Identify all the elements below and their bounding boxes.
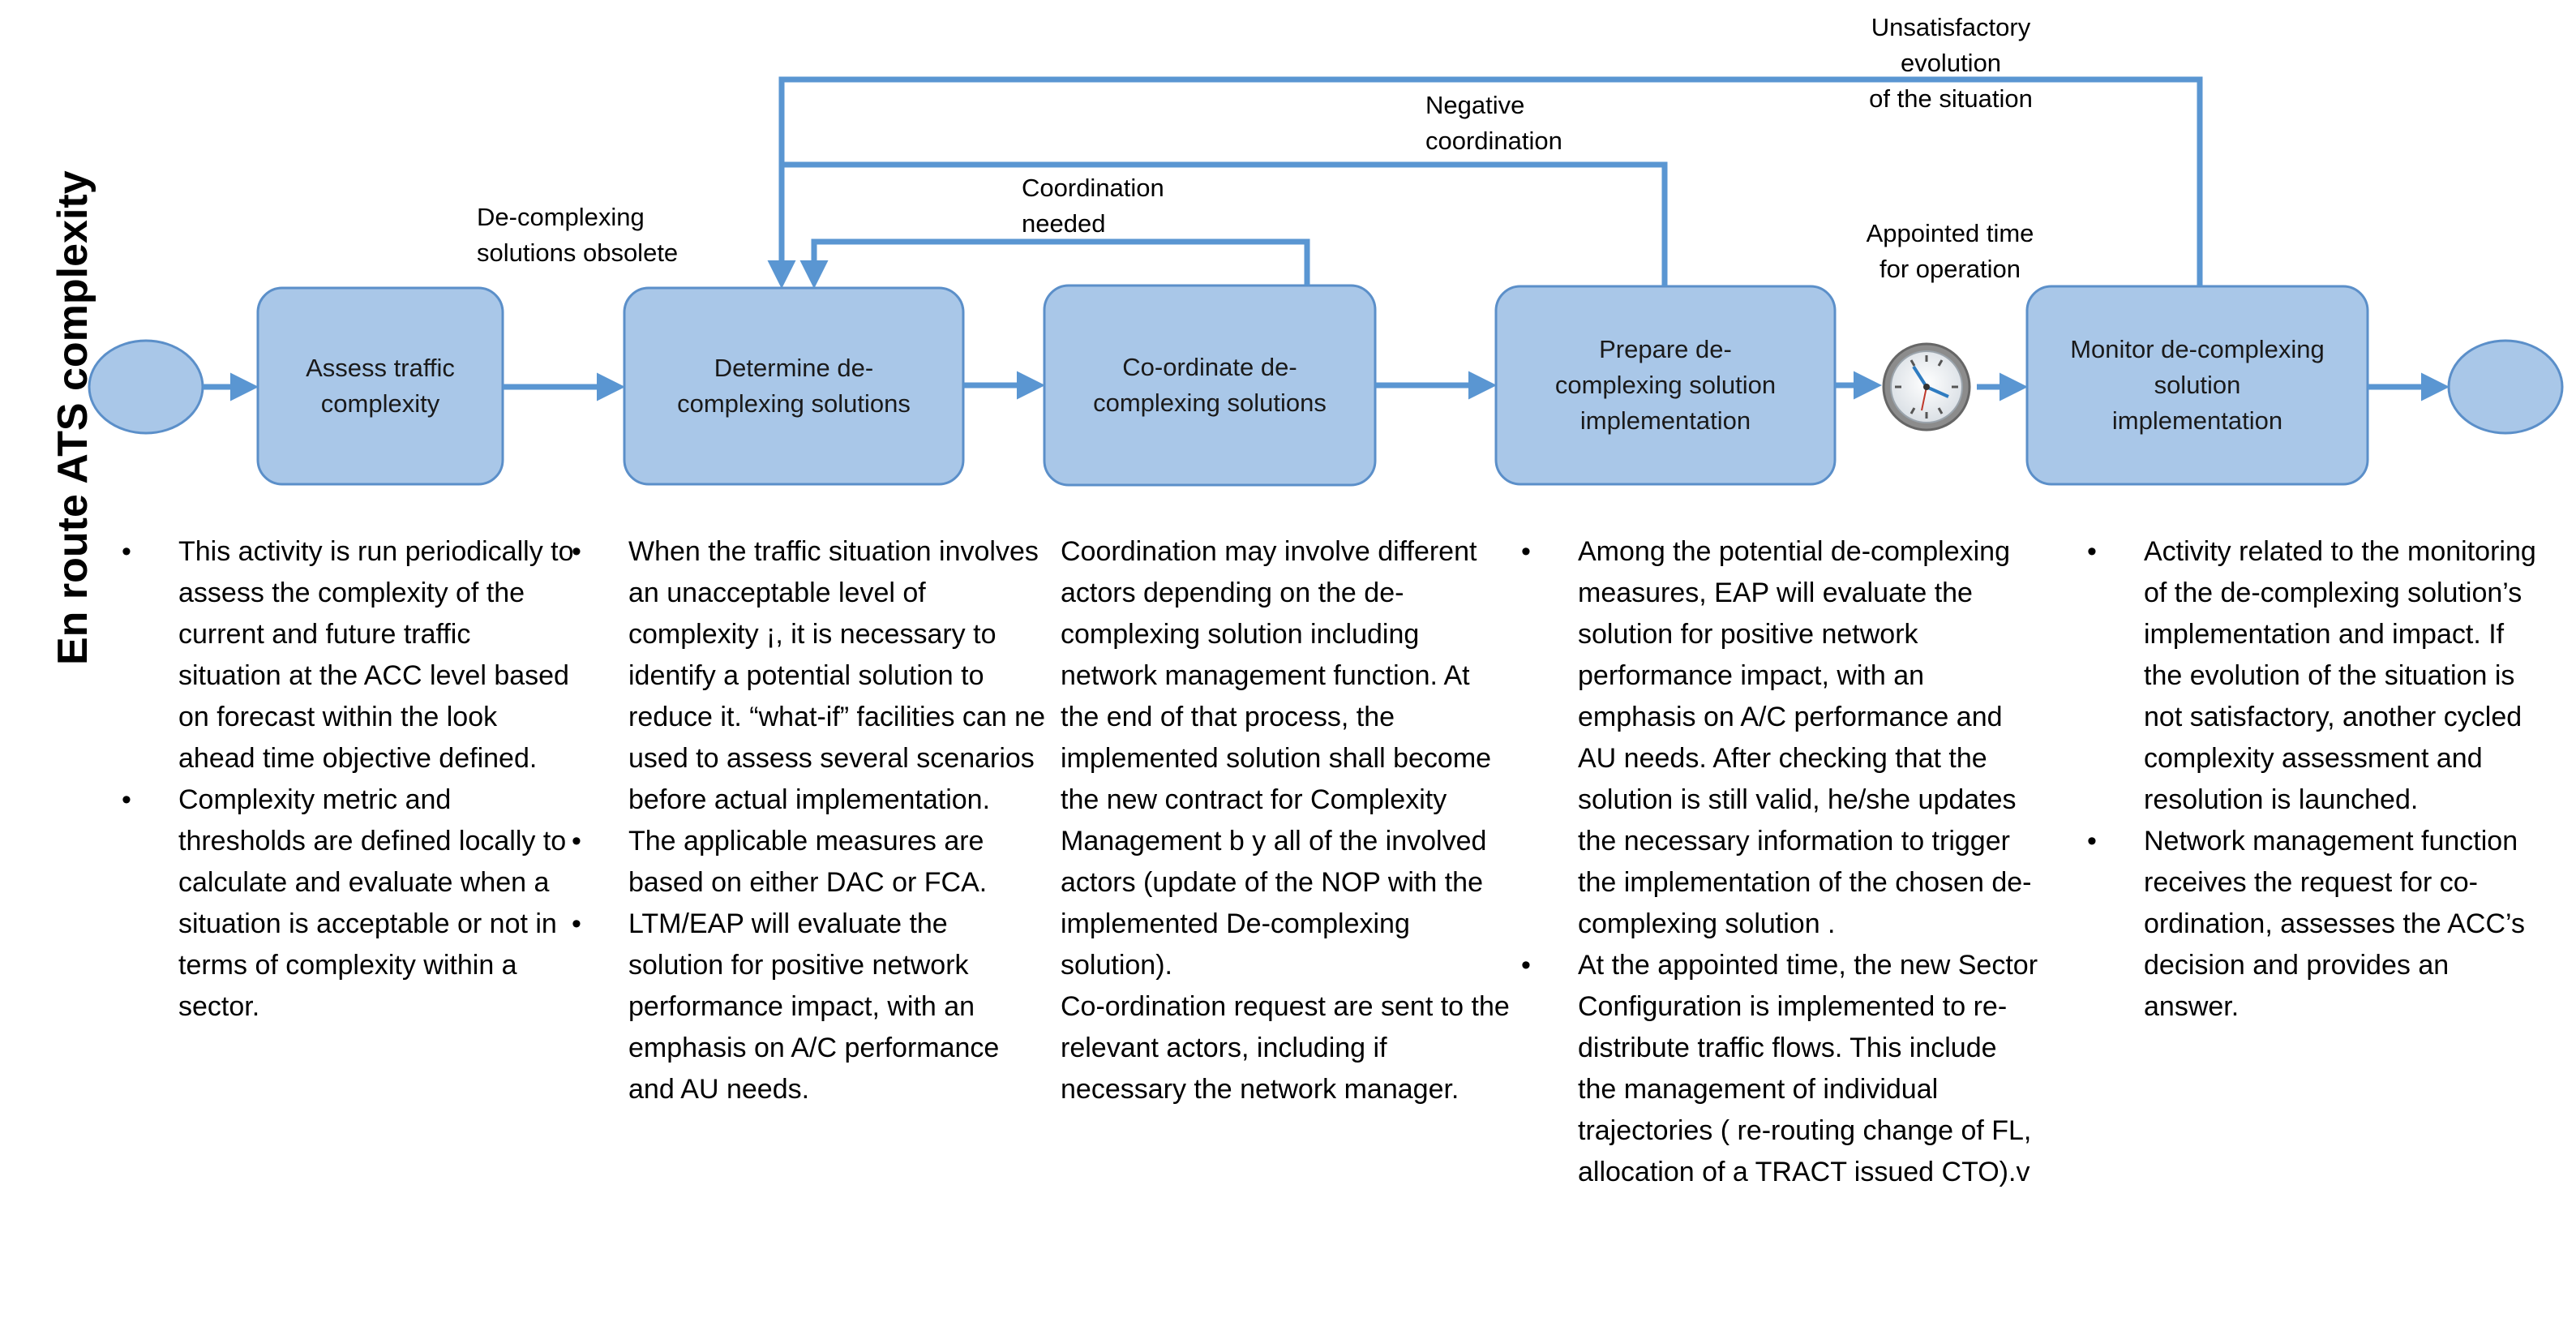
clock-icon (1882, 342, 1971, 432)
swimlane-title: En route ATS complexity (49, 170, 96, 665)
determine-notes: When the traffic situation involves an u… (572, 531, 1046, 1110)
start-event[interactable] (88, 339, 204, 435)
determine-note-3: LTM/EAP will evaluate the solution for p… (572, 904, 1046, 1110)
coordinate-note-1: Coordination may involve different actor… (1061, 536, 1492, 981)
coordinate-note-2: Co-ordination request are sent to the re… (1061, 991, 1510, 1105)
determine-box-label: Determine de- complexing solutions (677, 354, 911, 418)
assess-notes: This activity is run periodically to ass… (122, 531, 576, 1028)
monitor-box-label: Monitor de-complexing solution implement… (2070, 335, 2325, 435)
flow-coordination-needed-loop (799, 238, 1310, 289)
assess-box-label: Assess traffic complexity (306, 354, 455, 418)
monitor-note-1: Activity related to the monitoring of th… (2087, 531, 2549, 821)
obsolete-flow-label: De-complexing solutions obsolete (477, 203, 679, 267)
prepare-note-2: At the appointed time, the new Sector Co… (1521, 945, 2040, 1193)
flow-unsatisfactory-loop (767, 76, 2203, 289)
unsatisfactory-label: Unsatisfactory evolution of the situatio… (1869, 13, 2033, 113)
coordinate-notes: Coordination may involve different actor… (1061, 531, 1515, 1110)
prepare-note-1: Among the potential de-complexing measur… (1521, 531, 2040, 945)
monitor-note-2: Network management function receives the… (2087, 821, 2549, 1028)
flow-negative-coordination-loop (782, 161, 1668, 286)
coordination-needed-label: Coordination needed (1022, 174, 1164, 238)
determine-note-2: The applicable measures are based on eit… (572, 821, 1046, 904)
determine-note-1: When the traffic situation involves an u… (572, 531, 1046, 821)
appointed-time-label: Appointed time for operation (1866, 219, 2034, 283)
prepare-notes: Among the potential de-complexing measur… (1521, 531, 2040, 1193)
assess-note-2: Complexity metric and thresholds are def… (122, 779, 576, 1028)
monitor-notes: Activity related to the monitoring of th… (2087, 531, 2549, 1028)
assess-note-1: This activity is run periodically to ass… (122, 531, 576, 779)
coordinate-box-label: Co-ordinate de- complexing solutions (1093, 353, 1327, 417)
end-event[interactable] (2447, 339, 2564, 435)
negative-coordination-label: Negative coordination (1425, 91, 1562, 155)
prepare-box-label: Prepare de- complexing solution implemen… (1554, 335, 1777, 435)
